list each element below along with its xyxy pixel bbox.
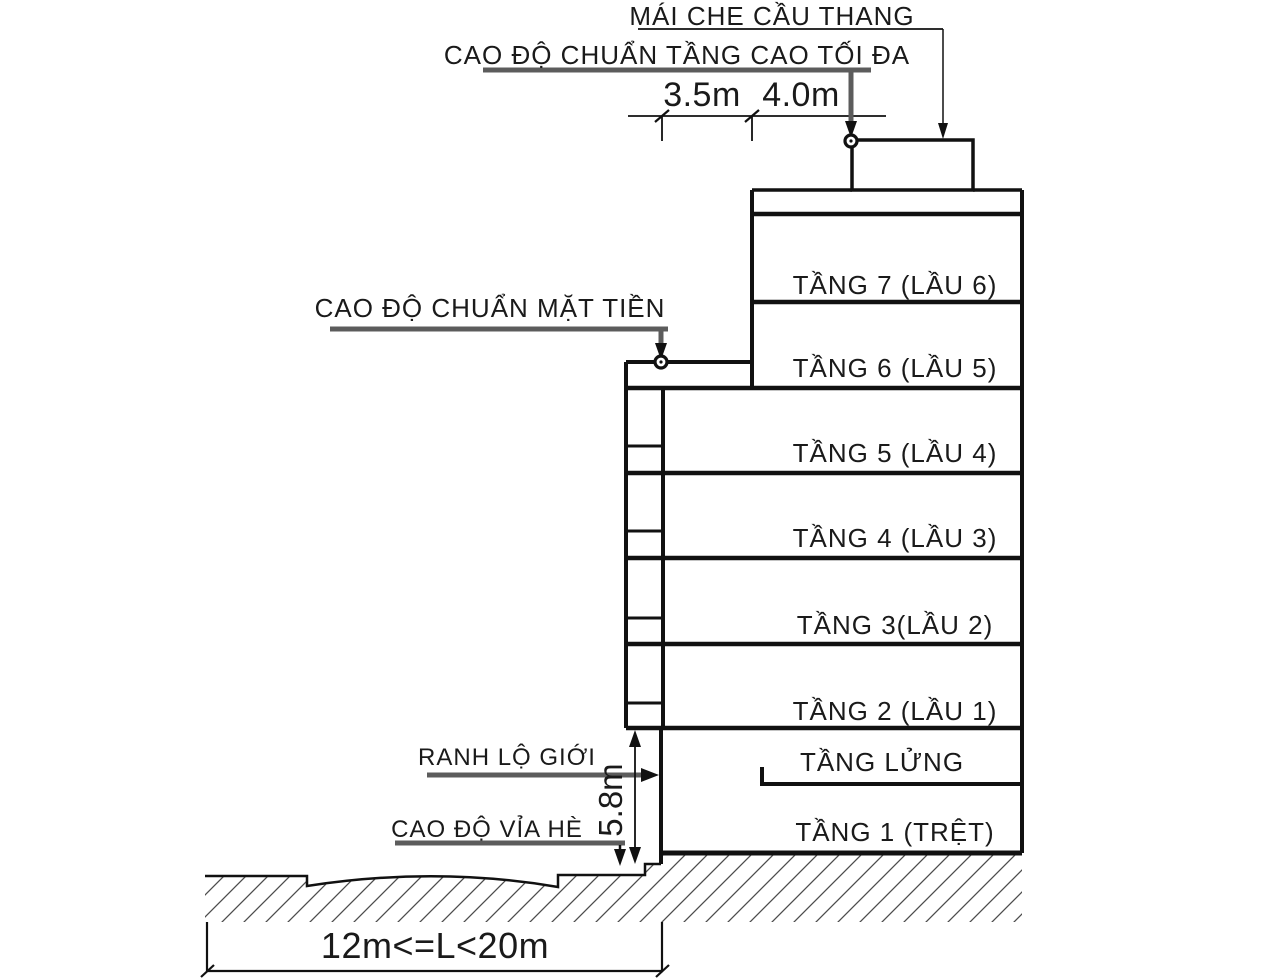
mezzanine-line [760,767,1022,786]
stair-canopy-box [850,138,975,192]
road-boundary-label: RANH LỘ GIỚI [418,744,596,771]
arrow-down-icon [655,343,667,360]
roof-canopy-label: MÁI CHE CẦU THANG [629,1,915,31]
floor-label-tang-lung: TẦNG LỬNG [799,747,965,777]
top-dimension [628,109,886,141]
lot-width-bracket [200,922,670,978]
sidewalk-datum-label: CAO ĐỘ VỈA HÈ [391,816,583,843]
floor-label-tang5: TẦNG 5 (LẦU 4) [792,438,998,468]
height-dimension-5-8m [629,730,641,864]
arrow-down-icon [845,121,857,138]
floor-label-tang6: TẦNG 6 (LẦU 5) [792,353,998,383]
max-height-datum-label: CAO ĐỘ CHUẨN TẦNG CAO TỐI ĐA [443,40,911,70]
roof-canopy-leader [638,28,948,139]
floor-label-tang3: TẦNG 3(LẦU 2) [796,610,994,640]
ground-surface-line [205,862,661,889]
lot-width-label: 12m<=L<20m [320,925,550,966]
floor-label-tang1: TẦNG 1 (TRỆT) [795,817,995,847]
dim-tick-icon [654,109,670,123]
floor-label-tang4: TẦNG 4 (LẦU 3) [792,523,998,553]
dim-tick-icon [744,109,760,123]
arrow-down-icon [614,849,626,866]
datum-lines [330,67,871,846]
dim-4-0m-label: 4.0m [762,76,840,114]
dim-5-8m-label: 5.8m [592,763,629,837]
arrow-up-icon [629,730,641,747]
facade-datum-label: CAO ĐỘ CHUẨN MẶT TIỀN [314,293,666,323]
dim-tick-icon [655,964,670,978]
ground-hatch [205,855,1022,922]
arrow-down-icon [629,847,641,864]
dim-3-5m-label: 3.5m [663,76,741,114]
dim-tick-icon [200,964,215,978]
floor-label-tang2: TẦNG 2 (LẦU 1) [792,696,998,726]
datum-markers [614,121,859,866]
leader-arrow-down-icon [938,123,948,139]
balcony-strip-dividers [626,444,663,705]
floor-lines [626,211,1022,731]
arrow-right-icon [641,768,659,782]
floor-label-tang7: TẦNG 7 (LẦU 6) [792,270,998,300]
